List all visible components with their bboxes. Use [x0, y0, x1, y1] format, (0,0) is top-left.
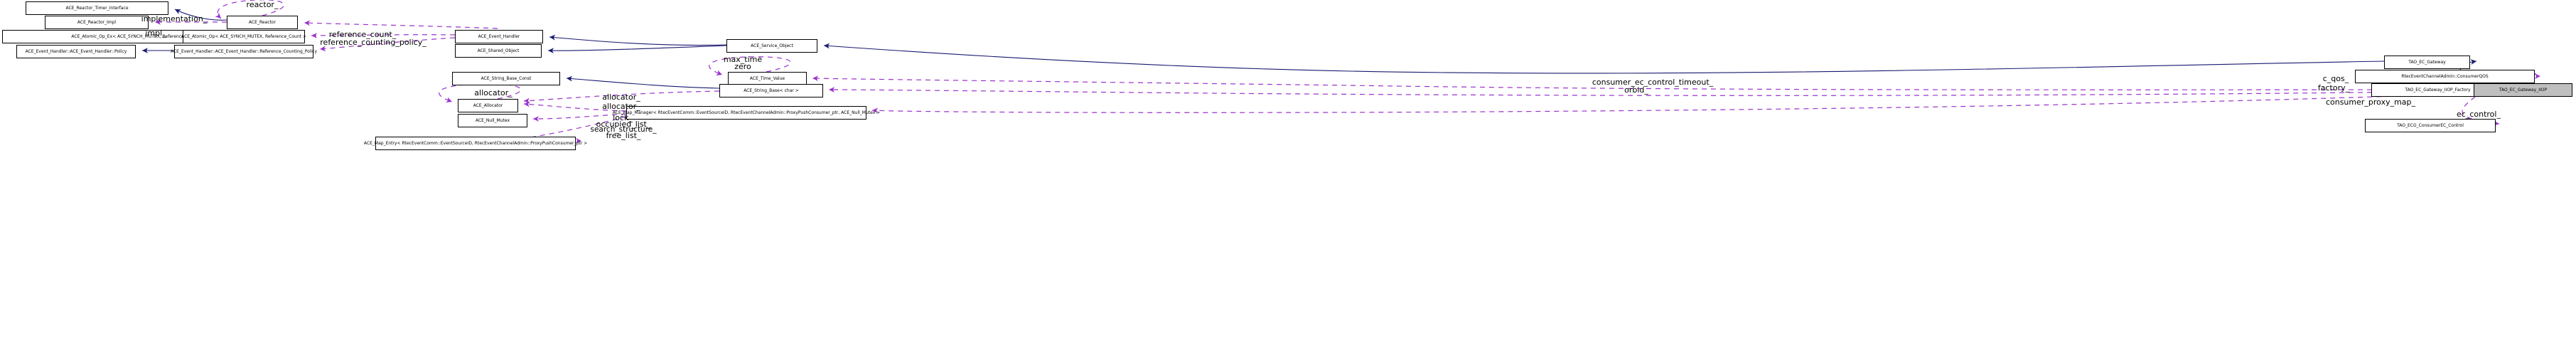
class-node-time-value[interactable]: ACE_Time_Value	[728, 72, 807, 85]
class-node-ecg-consumerec[interactable]: TAO_ECG_ConsumerEC_Control	[2365, 119, 2496, 132]
edge-label-ec-control: ec_control_	[2457, 110, 2501, 119]
edge-label-reactor: reactor_	[246, 0, 279, 9]
edge-label-reference-counting-policy: reference_counting_policy_	[320, 38, 426, 47]
class-node-consumer-qos[interactable]: RtecEventChannelAdmin::ConsumerQOS	[2355, 70, 2535, 83]
edge-label-reference-count: reference_count_	[328, 30, 397, 39]
class-node-map-entry[interactable]: ACE_Map_Entry< RtecEventComm::EventSourc…	[364, 137, 587, 150]
edge-label-consumer-ec-control-timeout: consumer_ec_control_timeout_	[1592, 78, 1714, 87]
class-node-string-base-char[interactable]: ACE_String_Base< char >	[719, 84, 823, 97]
edge-label-consumer-proxy-map: consumer_proxy_map_	[2325, 97, 2416, 107]
edge-label-max-time: max_time	[723, 55, 763, 64]
edge-label-impl: impl_	[145, 28, 166, 38]
edge-label-free-list: free_list_	[606, 131, 641, 140]
edge-label-search-structure: search_structure_	[590, 125, 657, 134]
class-node-string-base-const[interactable]: ACE_String_Base_Const	[452, 72, 560, 85]
edge-label-occupied-list: occupied_list_	[596, 120, 651, 129]
edge-label-lock: lock_	[613, 113, 633, 122]
class-node-atomic-op[interactable]: ACE_Atomic_Op< ACE_SYNCH_MUTEX, Referenc…	[181, 30, 306, 43]
edge-label-c-qos: c_qos_	[2322, 74, 2349, 83]
edge-label-orbid: orbid_	[1624, 85, 1648, 95]
edge-label-factory: factory_	[2317, 83, 2350, 93]
edge-label-implementation: implementation_	[141, 14, 208, 23]
class-node-reactor[interactable]: ACE_Reactor	[227, 16, 298, 29]
class-node-eh-refcount-policy[interactable]: ACE_Event_Handler::ACE_Event_Handler::Re…	[171, 45, 317, 58]
class-node-null-mutex[interactable]: ACE_Null_Mutex	[458, 114, 527, 127]
edge-label-zero: zero	[734, 62, 751, 71]
class-node-shared-object[interactable]: ACE_Shared_Object	[455, 44, 542, 58]
class-node-map-manager[interactable]: ACE_Map_Manager< RtecEventComm::EventSou…	[613, 106, 880, 120]
class-node-service-object[interactable]: ACE_Service_Object	[726, 39, 817, 53]
class-node-reactor-impl[interactable]: ACE_Reactor_Impl	[45, 16, 149, 29]
edge-label-allocator-1: allocator_	[602, 93, 640, 102]
class-node-tao-ec-gateway[interactable]: TAO_EC_Gateway	[2384, 56, 2470, 69]
edge-label-allocator-2: allocator_	[602, 102, 640, 111]
class-node-allocator[interactable]: ACE_Allocator	[458, 99, 518, 112]
edge-label-allocator-self: allocator_	[474, 88, 512, 97]
class-node-gateway-iiop[interactable]: TAO_EC_Gateway_IIOP	[2474, 83, 2572, 97]
class-node-event-handler[interactable]: ACE_Event_Handler	[455, 30, 543, 43]
class-node-eh-policy[interactable]: ACE_Event_Handler::ACE_Event_Handler::Po…	[16, 45, 136, 58]
class-node-reactor-timer-iface[interactable]: ACE_Reactor_Timer_Interface	[26, 1, 168, 15]
